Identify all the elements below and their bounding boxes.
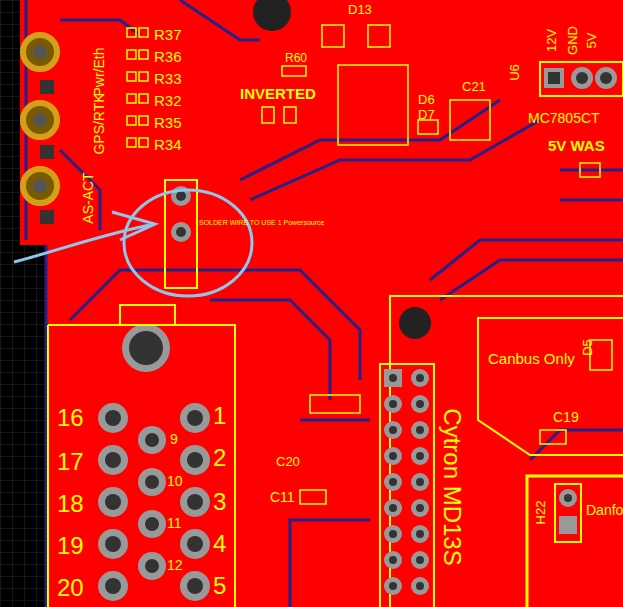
note-label: 5V WAS <box>548 138 605 153</box>
pin-number: 1 <box>213 404 226 428</box>
pin-name: 12V <box>545 28 558 51</box>
pad-hole <box>416 374 424 382</box>
part-ref: C21 <box>462 80 486 93</box>
resistor-ref: R34 <box>154 137 182 152</box>
resistor-ref: R37 <box>154 27 182 42</box>
pad-hole <box>389 452 397 460</box>
part-ref: U6 <box>508 64 521 81</box>
resistor-ref: R33 <box>154 71 182 86</box>
header-pad <box>384 499 402 517</box>
pad-hole <box>389 374 397 382</box>
pin-number: 19 <box>57 534 84 558</box>
pad-hole <box>416 504 424 512</box>
pin-number: 4 <box>213 532 226 556</box>
note-label: Canbus Only <box>488 351 575 366</box>
header-pad <box>384 395 402 413</box>
resistor-ref: R35 <box>154 115 182 130</box>
header-pad <box>411 499 429 517</box>
pad-hole <box>416 556 424 564</box>
part-value: MC7805CT <box>528 111 600 125</box>
pad-hole <box>389 400 397 408</box>
pin-number: 9 <box>170 432 178 446</box>
part-ref: D13 <box>348 3 372 16</box>
header-pad <box>411 473 429 491</box>
header-pad <box>384 577 402 595</box>
header-pad <box>384 525 402 543</box>
pad-hole <box>389 582 397 590</box>
pad-hole <box>389 504 397 512</box>
pad-hole <box>416 400 424 408</box>
header-pad <box>411 577 429 595</box>
header-pad <box>411 369 429 387</box>
part-ref: C19 <box>553 410 579 424</box>
note-label: INVERTED <box>240 86 316 101</box>
header-pad <box>384 447 402 465</box>
part-ref: H22 <box>534 500 547 524</box>
part-ref: C20 <box>276 455 300 468</box>
pad-hole <box>389 530 397 538</box>
resistor-ref: R36 <box>154 49 182 64</box>
pin-number: 3 <box>213 490 226 514</box>
header-pad <box>411 525 429 543</box>
part-ref: D5 <box>581 339 594 356</box>
pad-hole <box>416 530 424 538</box>
pin-name: 5V <box>586 32 599 48</box>
pad-hole <box>389 478 397 486</box>
connector-label: Danfo <box>586 503 623 517</box>
pad-hole <box>389 426 397 434</box>
pin-number: 20 <box>57 576 84 600</box>
header-pad <box>384 473 402 491</box>
pad-hole <box>416 478 424 486</box>
pin-number: 11 <box>167 516 182 530</box>
header-pad <box>384 421 402 439</box>
header-pad <box>384 369 402 387</box>
header-pad <box>411 447 429 465</box>
pin-number: 2 <box>213 446 226 470</box>
header-pad <box>384 551 402 569</box>
header-pad <box>411 395 429 413</box>
part-ref: C11 <box>270 490 295 504</box>
module-label: Cytron MD13S <box>440 408 464 565</box>
note-label: SOLDER WIRE TO USE 1 Powersource <box>199 219 324 226</box>
part-ref: D6 <box>418 93 435 106</box>
pin-number: 12 <box>167 558 183 572</box>
part-ref: D7 <box>418 108 435 121</box>
led-label: GPS/RTK <box>92 93 106 154</box>
led-label: AS-ACT <box>81 172 95 223</box>
header-pad <box>411 421 429 439</box>
led-label: Pwr/Eth <box>92 47 106 96</box>
part-ref: R60 <box>285 52 307 64</box>
pin-number: 10 <box>167 474 183 488</box>
header-pad <box>411 551 429 569</box>
pin-name: GND <box>565 26 578 55</box>
pin-number: 16 <box>57 406 84 430</box>
pin-number: 18 <box>57 492 84 516</box>
pin-number: 5 <box>213 574 226 598</box>
pad-hole <box>416 426 424 434</box>
pad-hole <box>416 582 424 590</box>
pad-hole <box>416 452 424 460</box>
resistor-ref: R32 <box>154 93 182 108</box>
pad-hole <box>389 556 397 564</box>
pin-number: 17 <box>57 450 84 474</box>
